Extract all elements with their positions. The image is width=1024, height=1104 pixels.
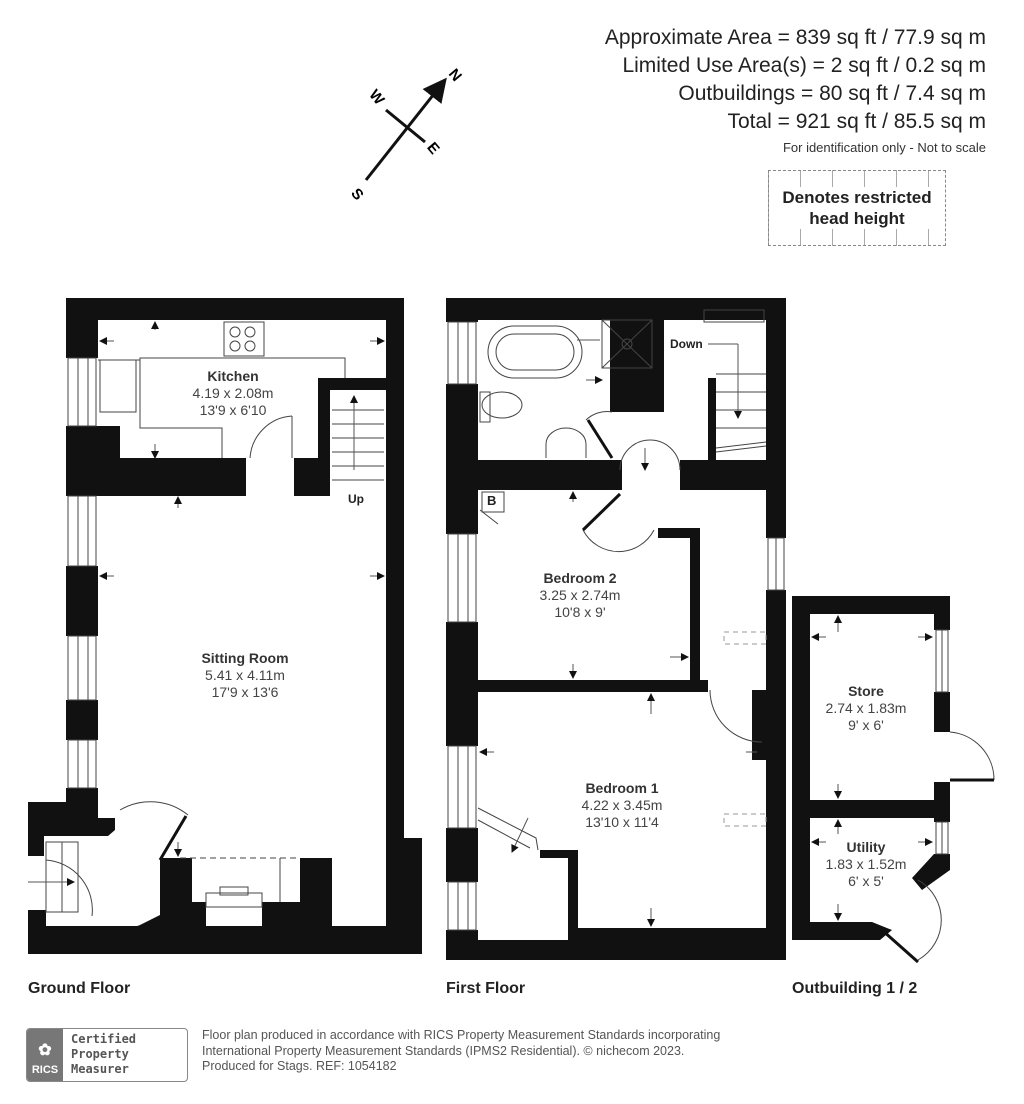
room-dimension-imperial: 10'8 x 9' <box>554 604 606 620</box>
badge-line: Measurer <box>71 1062 129 1076</box>
compass-west: W <box>365 87 388 109</box>
stairs-up-label: Up <box>348 492 364 506</box>
boiler-label: B <box>487 493 497 508</box>
room-name: Utility <box>846 839 886 855</box>
room-dimension-metric: 4.19 x 2.08m <box>192 385 274 401</box>
room-dimension-imperial: 6' x 5' <box>848 873 884 889</box>
room-utility: Utility 1.83 x 1.52m 6' x 5' <box>826 839 907 890</box>
room-dimension-metric: 3.25 x 2.74m <box>539 587 621 603</box>
ground-floor-plan <box>28 298 422 954</box>
room-dimension-metric: 5.41 x 4.11m <box>205 667 285 683</box>
room-name: Bedroom 1 <box>585 780 659 796</box>
scale-disclaimer: For identification only - Not to scale <box>782 140 986 155</box>
room-dimension-metric: 2.74 x 1.83m <box>825 700 907 716</box>
footer-line: Floor plan produced in accordance with R… <box>202 1028 721 1042</box>
room-name: Sitting Room <box>201 650 289 666</box>
stairs-down-label: Down <box>670 337 703 351</box>
room-dimension-imperial: 13'9 x 6'10 <box>199 402 267 418</box>
rics-certified-badge: ✿ RICS Certified Property Measurer <box>26 1028 188 1082</box>
footer-disclaimer: Floor plan produced in accordance with R… <box>202 1028 720 1075</box>
room-bedroom-1: Bedroom 1 4.22 x 3.45m 13'10 x 11'4 <box>582 780 663 831</box>
room-name: Kitchen <box>207 368 259 384</box>
room-store: Store 2.74 x 1.83m 9' x 6' <box>826 683 907 734</box>
room-dimension-metric: 1.83 x 1.52m <box>825 856 907 872</box>
restricted-head-height-label: Denotes restricted head height <box>769 187 945 229</box>
room-dimension-metric: 4.22 x 3.45m <box>581 797 663 813</box>
restricted-head-height-legend: Denotes restricted head height <box>768 170 946 246</box>
outbuilding-plan <box>792 596 950 940</box>
room-name: Store <box>848 683 884 699</box>
area-summary: Approximate Area = 839 sq ft / 77.9 sq m… <box>605 24 986 155</box>
room-sitting-room: Sitting Room 5.41 x 4.11m 17'9 x 13'6 <box>201 650 288 701</box>
room-dimension-imperial: 17'9 x 13'6 <box>211 684 279 700</box>
limited-use-area: Limited Use Area(s) = 2 sq ft / 0.2 sq m <box>622 54 986 77</box>
rics-logo-text: RICS <box>31 1064 59 1076</box>
first-floor-plan <box>446 298 786 960</box>
room-dimension-imperial: 13'10 x 11'4 <box>585 814 659 830</box>
badge-line: Certified <box>71 1032 137 1046</box>
compass-north: N <box>445 66 465 85</box>
footer-line: International Property Measurement Stand… <box>202 1043 685 1058</box>
approximate-area: Approximate Area = 839 sq ft / 77.9 sq m <box>604 26 986 49</box>
room-bedroom-2: Bedroom 2 3.25 x 2.74m 10'8 x 9' <box>540 570 621 621</box>
room-dimension-imperial: 9' x 6' <box>848 717 884 733</box>
rics-badge-text: Certified Property Measurer <box>63 1029 187 1081</box>
badge-line: Property <box>71 1047 129 1061</box>
compass-icon <box>364 77 447 181</box>
compass-south: S <box>347 185 366 204</box>
rics-logo: ✿ RICS <box>27 1029 63 1081</box>
outbuildings-area: Outbuildings = 80 sq ft / 7.4 sq m <box>678 82 986 105</box>
footer: ✿ RICS Certified Property Measurer Floor… <box>26 1028 720 1082</box>
first-floor-label: First Floor <box>446 980 526 997</box>
footer-line: Produced for Stags. REF: 1054182 <box>202 1059 397 1073</box>
outbuilding-label: Outbuilding 1 / 2 <box>792 980 918 997</box>
total-area: Total = 921 sq ft / 85.5 sq m <box>727 110 986 133</box>
room-kitchen: Kitchen 4.19 x 2.08m 13'9 x 6'10 <box>193 368 274 419</box>
compass-east: E <box>423 139 442 158</box>
room-name: Bedroom 2 <box>543 570 617 586</box>
ground-floor-label: Ground Floor <box>28 980 131 997</box>
rics-lion-icon: ✿ <box>38 1042 52 1059</box>
